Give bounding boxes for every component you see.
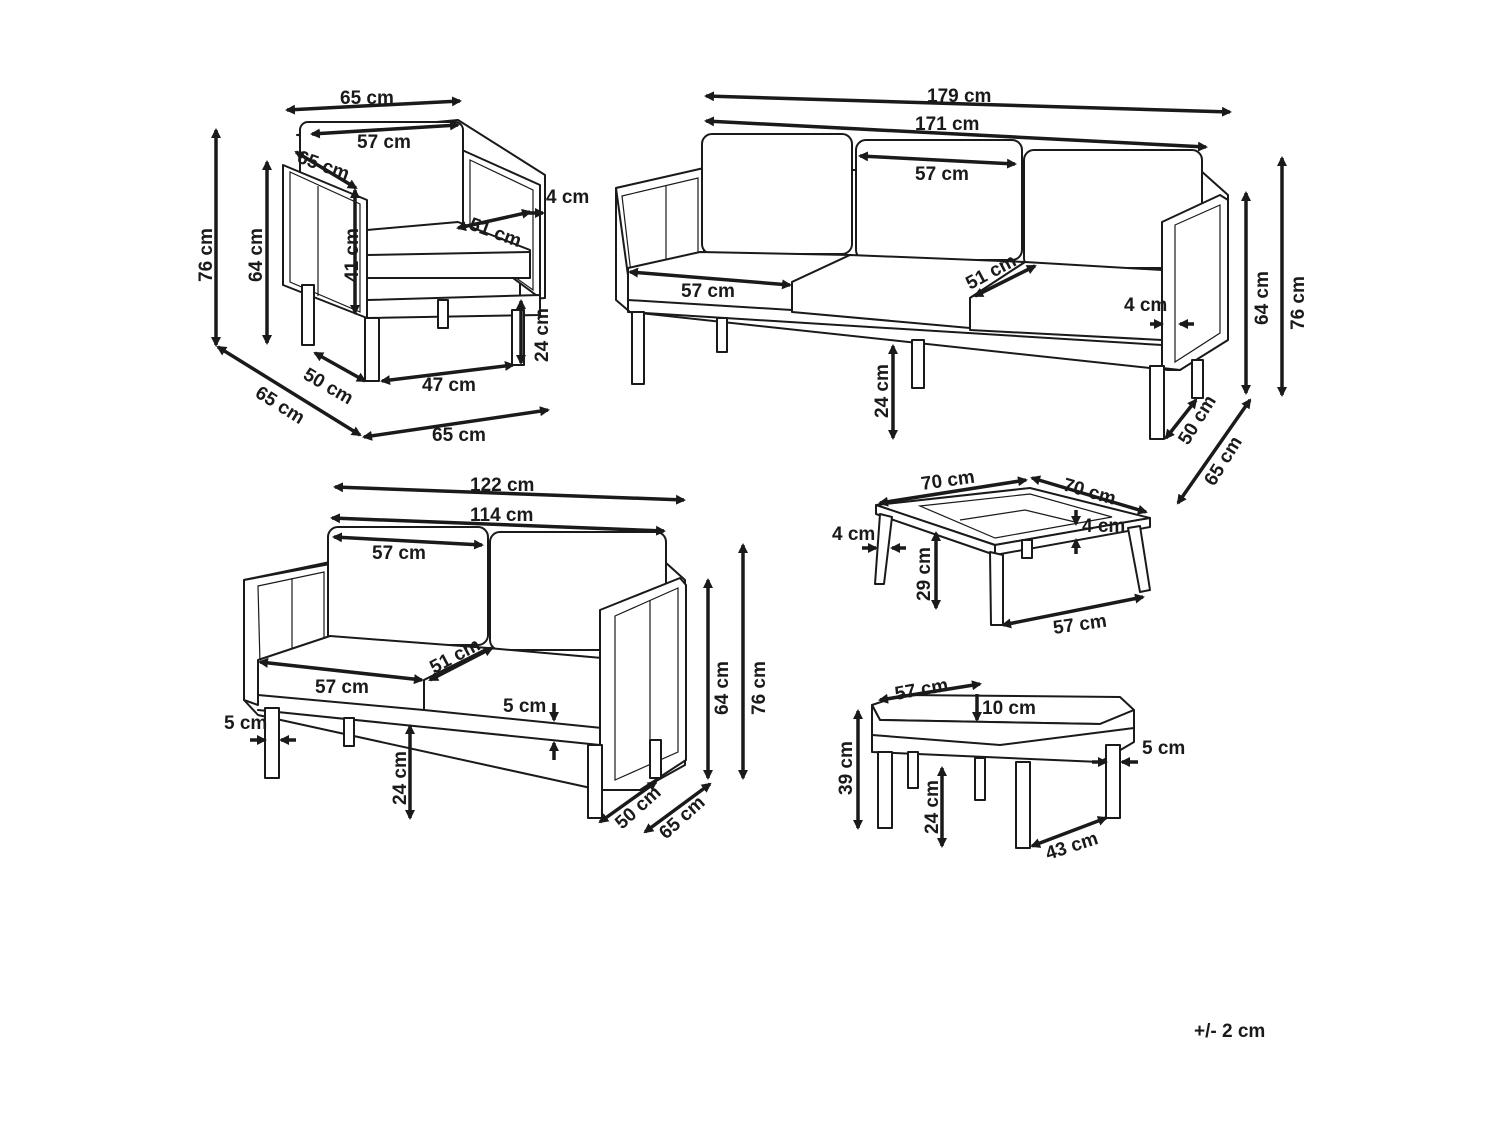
tolerance-note: +/- 2 cm bbox=[1194, 1021, 1265, 1042]
sofa3-total-height-label: 76 cm bbox=[1288, 276, 1309, 330]
table-dimensions bbox=[862, 475, 1148, 629]
armchair-armrest-thickness-label: 4 cm bbox=[546, 187, 589, 208]
sofa2-dimensions bbox=[250, 482, 748, 834]
ottoman-cushion-thickness-label: 10 cm bbox=[982, 698, 1036, 719]
sofa2-leg-inset-label: 5 cm bbox=[224, 713, 267, 734]
armchair-leg-height-label: 24 cm bbox=[532, 308, 553, 362]
armchair-backrest-height-label: 41 cm bbox=[342, 228, 363, 282]
sofa3-armrest-height-label: 64 cm bbox=[1252, 271, 1273, 325]
ottoman-height-label: 39 cm bbox=[836, 741, 857, 795]
armchair-drawing bbox=[282, 119, 546, 382]
armchair-total-height-label: 76 cm bbox=[196, 228, 217, 282]
ottoman-leg-height-label: 24 cm bbox=[922, 780, 943, 834]
sofa3-drawing bbox=[615, 133, 1229, 440]
sofa2-drawing bbox=[243, 526, 687, 819]
sofa3-armrest-thickness-label: 4 cm bbox=[1124, 295, 1167, 316]
sofa3-inner-width-label: 171 cm bbox=[915, 114, 979, 135]
sofa2-leg-height-label: 24 cm bbox=[390, 751, 411, 805]
armchair-backrest-width-label: 57 cm bbox=[357, 132, 411, 153]
ottoman-dimensions bbox=[853, 680, 1138, 848]
sofa2-seat-width-label: 57 cm bbox=[315, 677, 369, 698]
sofa3-seat-width-label: 57 cm bbox=[681, 281, 735, 302]
armchair-leg-width-label: 47 cm bbox=[422, 375, 476, 396]
armchair-base-width-label: 65 cm bbox=[432, 425, 486, 446]
sofa3-backrest-width-label: 57 cm bbox=[915, 164, 969, 185]
ottoman-frame-thickness-label: 5 cm bbox=[1142, 738, 1185, 759]
armchair-dimensions bbox=[211, 96, 550, 441]
ottoman-labels: 57 cm 10 cm 39 cm 24 cm 5 cm 43 cm bbox=[836, 675, 1185, 865]
ottoman-leg-span-label: 43 cm bbox=[1043, 828, 1101, 865]
armchair-width-label: 65 cm bbox=[340, 88, 394, 109]
sofa2-total-width-label: 122 cm bbox=[470, 475, 534, 496]
sofa3-dimensions bbox=[628, 91, 1287, 505]
sofa2-inner-width-label: 114 cm bbox=[470, 505, 533, 526]
table-leg-inset-label: 4 cm bbox=[832, 524, 875, 545]
table-top-thickness-label: 4 cm bbox=[1082, 516, 1125, 537]
table-height-label: 29 cm bbox=[914, 547, 935, 601]
armchair-armrest-height-label: 64 cm bbox=[246, 228, 267, 282]
sofa2-total-height-label: 76 cm bbox=[749, 661, 770, 715]
table-labels: 70 cm 70 cm 4 cm 4 cm 29 cm 57 cm bbox=[832, 467, 1125, 639]
sofa3-leg-height-label: 24 cm bbox=[872, 364, 893, 418]
sofa3-total-width-label: 179 cm bbox=[927, 86, 991, 107]
sofa2-frame-thickness-label: 5 cm bbox=[503, 696, 546, 717]
sofa2-backrest-width-label: 57 cm bbox=[372, 543, 426, 564]
armchair-total-depth-label: 65 cm bbox=[251, 382, 308, 428]
sofa2-armrest-height-label: 64 cm bbox=[712, 661, 733, 715]
